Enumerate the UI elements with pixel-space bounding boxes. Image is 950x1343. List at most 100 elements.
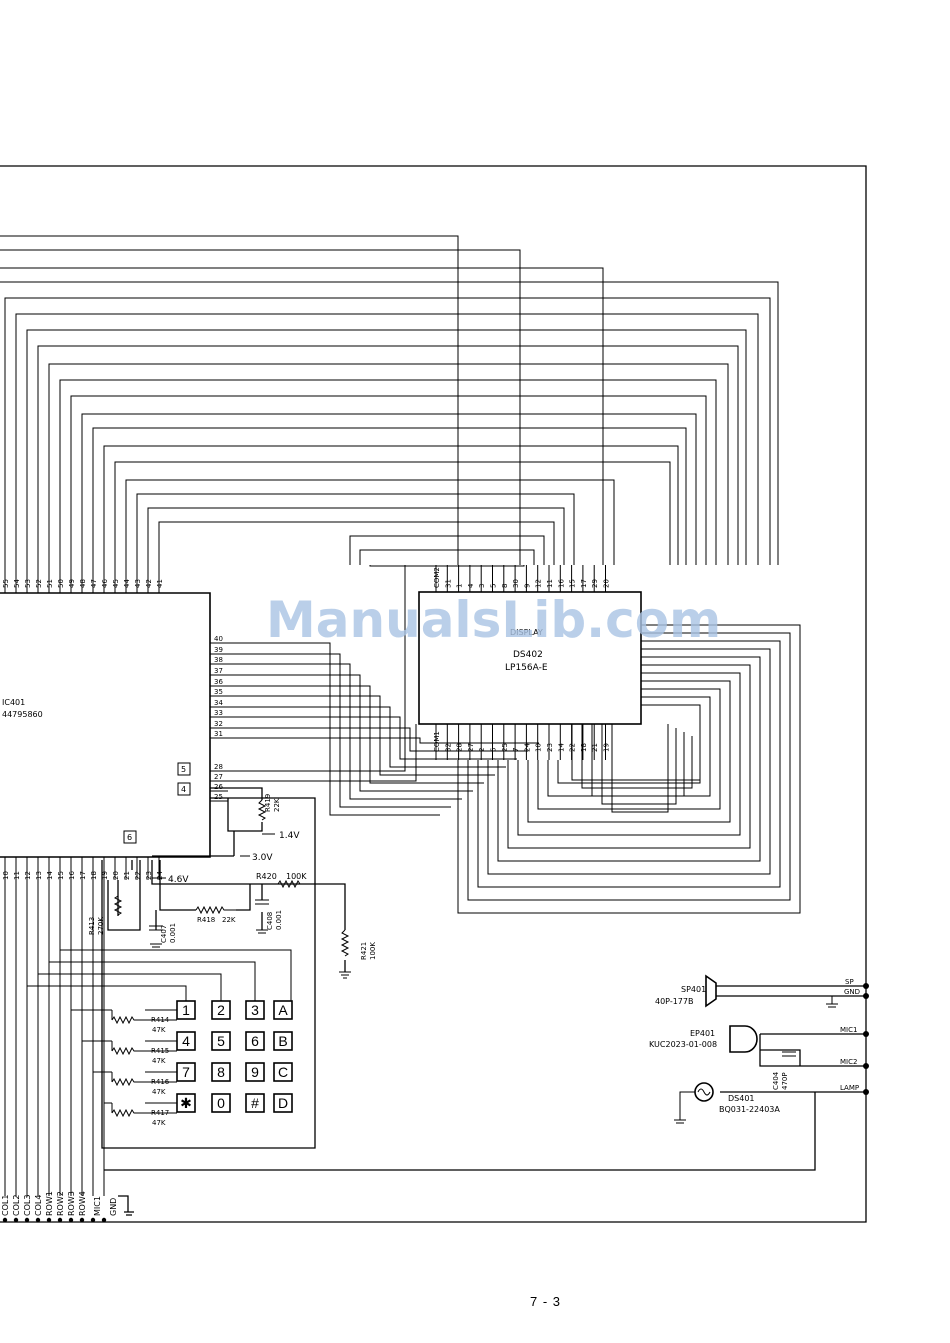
keypad-resistor-r416 <box>111 1072 177 1087</box>
earpiece-ep401-icon <box>729 1025 758 1053</box>
r421-ref: R421 <box>360 942 368 960</box>
ic-right-pin-label-33: 33 <box>214 709 223 717</box>
r414-ref: R414 <box>151 1016 170 1024</box>
left-bus-terminal-2 <box>24 1217 30 1223</box>
display-top-pin-label-8: 9 <box>523 584 531 588</box>
bus-bottom-loop-0 <box>571 724 701 781</box>
bottom-label-col3: COL3 <box>23 1195 32 1216</box>
bus-top-wire-3 <box>0 281 779 565</box>
ic-bottom-pin-label-12: 12 <box>24 871 32 880</box>
ic-top-pin-label-47: 47 <box>90 579 98 588</box>
ic401-body <box>0 592 211 858</box>
key-label-0: 1 <box>182 1002 190 1018</box>
key-13 <box>211 1093 231 1113</box>
bus-bottom-wire-10 <box>557 704 701 784</box>
bus-bottom-wire-5 <box>507 664 751 849</box>
key-1 <box>211 1000 231 1020</box>
r419-ref: R419 <box>264 794 272 812</box>
r417-ref: R417 <box>151 1109 169 1117</box>
r418-resistor <box>195 905 236 915</box>
ic-right-pin-label-39: 39 <box>214 646 223 654</box>
voltage-arrows <box>152 833 275 879</box>
bus-top-wire-17 <box>147 507 565 565</box>
speaker-part: 40P-177B <box>655 997 693 1006</box>
key-label-5: 5 <box>217 1033 225 1049</box>
c407-val: 0.001 <box>169 923 177 943</box>
keypad-wires <box>27 949 292 1104</box>
bus-bottom-wire-6 <box>517 672 741 836</box>
bus-top-wire-19 <box>349 535 545 565</box>
display-bottom-pin-label-15: 19 <box>603 743 611 752</box>
key-15 <box>273 1093 293 1113</box>
display-top-pin-label-14: 29 <box>591 579 599 588</box>
bottom-label-gnd: GND <box>109 1198 118 1216</box>
display-part: LP156A-E <box>505 663 548 673</box>
connector-sp: SP <box>845 978 854 986</box>
display-title: DISPLAY <box>510 628 543 637</box>
page-number: 7 - 3 <box>530 1294 562 1309</box>
left-bus-terminal-3 <box>35 1217 41 1223</box>
earpiece-ref: EP401 <box>690 1029 715 1038</box>
r417-val: 47K <box>152 1119 166 1127</box>
bus-top-wire-8 <box>48 363 729 565</box>
bus-top-wire-10 <box>70 395 707 565</box>
display-bottom-pin-label-4: 2 <box>478 748 486 752</box>
outer-frame <box>0 165 867 1223</box>
ic-top-pin-label-55: 55 <box>2 579 10 588</box>
display-bottom-pin-label-8: 24 <box>523 743 531 752</box>
bus-top-wire-6 <box>26 329 747 565</box>
r420-resistor <box>277 879 301 889</box>
display-top-pin-label-6: 8 <box>501 584 509 588</box>
bottom-label-col2: COL2 <box>12 1195 21 1216</box>
bus-bottom-wire-2 <box>477 640 781 888</box>
bottom-label-col4: COL4 <box>34 1195 43 1216</box>
watermark: ManualsLib.com <box>266 591 721 649</box>
r420-ref: R420 <box>256 872 277 881</box>
bottom-label-mic1: MIC1 <box>93 1196 102 1216</box>
bus-bottom-loop-2 <box>591 724 685 797</box>
ic-top-pin-label-49: 49 <box>68 579 76 588</box>
display-ref: DS402 <box>513 650 543 660</box>
left-bus-terminal-1 <box>13 1217 19 1223</box>
keypad-col-wire-0 <box>27 985 187 1001</box>
display-top-pin-label-0: COM2 <box>433 567 441 588</box>
r415-val: 47K <box>152 1057 166 1065</box>
bus-top-wire-7 <box>37 345 739 565</box>
left-bus-terminal-4 <box>46 1217 52 1223</box>
r413-resistor <box>113 895 123 916</box>
c408-capacitor <box>255 899 269 934</box>
lamp-ref: DS401 <box>728 1094 755 1103</box>
bus-bottom-wire-4 <box>497 656 761 862</box>
r416-val: 47K <box>152 1088 166 1096</box>
left-bus-terminal-9 <box>101 1217 107 1223</box>
keypad-resistor-r417 <box>111 1103 177 1118</box>
ic-right-pin-label-32: 32 <box>214 720 223 728</box>
ic-bottom-pin-label-20: 20 <box>112 871 120 880</box>
key-label-1: 2 <box>217 1002 225 1018</box>
bottom-label-row3: ROW3 <box>67 1191 76 1216</box>
c408-val: 0.001 <box>275 910 283 930</box>
r420-val: 100K <box>286 872 307 881</box>
ic-top-pin-label-41: 41 <box>156 579 164 588</box>
bus-top-wire-14 <box>114 461 671 565</box>
bus-right-wire-5 <box>228 695 495 776</box>
display-top-pin-label-13: 17 <box>580 579 588 588</box>
display-top-pin-label-4: 3 <box>478 584 486 588</box>
ic-right-pin-label-34: 34 <box>214 699 223 707</box>
ic401-part: 44795860 <box>2 710 43 719</box>
control-wires <box>101 787 316 1149</box>
ic-right-pin-label-36: 36 <box>214 678 223 686</box>
ic-top-pin-label-54: 54 <box>13 579 21 588</box>
ic-bottom-pin-label-22: 22 <box>134 871 142 880</box>
mic-gnd-wires <box>104 1092 816 1216</box>
bus-top-wire-12 <box>92 427 687 565</box>
key-5 <box>211 1031 231 1051</box>
bus-top-wires <box>0 235 779 567</box>
display-bottom-pin-label-3: 27 <box>467 743 475 752</box>
bus-right-wire-0 <box>228 642 440 816</box>
bus-right-wire-2 <box>228 663 462 800</box>
